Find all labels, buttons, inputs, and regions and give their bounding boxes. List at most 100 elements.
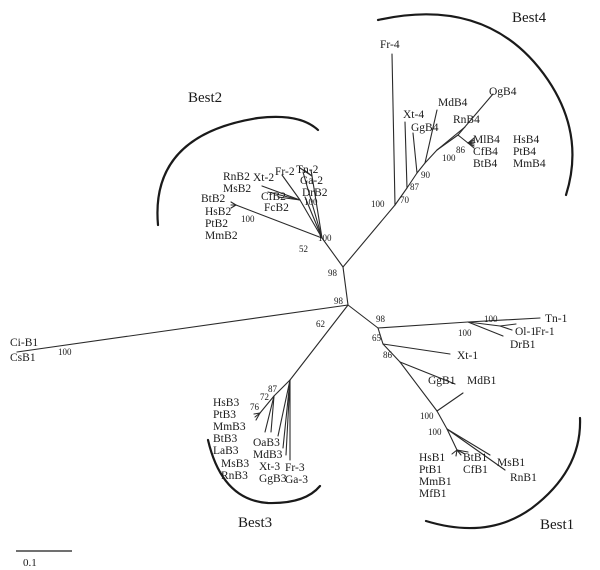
branch — [455, 449, 458, 457]
taxon-label: DrB2 — [302, 187, 328, 199]
taxon-label: BtB4 — [473, 158, 498, 170]
branch — [451, 449, 458, 455]
branch — [299, 199, 323, 239]
bootstrap-value: 72 — [260, 392, 269, 402]
branch — [285, 379, 291, 456]
branch — [412, 132, 418, 174]
branch — [424, 149, 438, 164]
branch — [382, 343, 451, 355]
taxon-label: Xt-1 — [457, 350, 478, 362]
taxon-label: LaB3 — [213, 445, 239, 457]
branch — [399, 361, 456, 385]
branch — [499, 323, 517, 327]
branch — [499, 325, 513, 331]
bootstrap-value: 90 — [421, 170, 431, 180]
bootstrap-value: 100 — [371, 199, 385, 209]
bootstrap-value: 70 — [400, 195, 410, 205]
taxon-label: FcB2 — [264, 202, 289, 214]
taxon-label: BtB2 — [201, 193, 226, 205]
branch — [304, 196, 323, 239]
taxon-label: Tn-1 — [545, 313, 568, 325]
bootstrap-value: 62 — [316, 319, 325, 329]
bootstrap-value: 100 — [442, 153, 456, 163]
taxon-label: Ga-2 — [300, 175, 323, 187]
taxon-label: RnB2 — [223, 171, 250, 183]
branch — [404, 121, 408, 189]
branch — [270, 395, 275, 433]
taxon-label: Ga-3 — [285, 474, 308, 486]
taxon-label: MmB1 — [419, 476, 452, 488]
branch — [446, 428, 491, 456]
best1-branches — [377, 317, 541, 471]
branch — [259, 395, 275, 414]
bootstrap-value: 76 — [250, 402, 260, 412]
taxon-label: RnB1 — [510, 472, 537, 484]
bootstrap-value: 100 — [318, 233, 332, 243]
taxon-label: Fr-2 — [275, 166, 295, 178]
backbone-branches — [16, 204, 396, 381]
taxon-label: Xt-4 — [403, 109, 424, 121]
branch — [230, 204, 237, 209]
taxon-label: OaB3 — [253, 437, 280, 449]
taxon-label: GgB4 — [411, 122, 439, 134]
branch — [436, 392, 464, 412]
taxon-label: MdB3 — [253, 449, 283, 461]
bootstrap-value: 86 — [456, 145, 466, 155]
branch — [436, 410, 448, 430]
branch — [303, 169, 313, 177]
arc-best4 — [376, 13, 574, 197]
branch — [310, 169, 313, 177]
bootstrap-value: 100 — [458, 328, 472, 338]
taxon-label: Fr-3 — [285, 462, 305, 474]
taxon-label: MmB2 — [205, 230, 238, 242]
clade-label-best3: Best3 — [238, 515, 272, 531]
branch — [302, 171, 323, 239]
taxon-label: MsB3 — [221, 458, 249, 470]
branch — [255, 412, 261, 421]
taxon-label: BtB3 — [213, 433, 238, 445]
taxon-label: MsB1 — [497, 457, 525, 469]
branch — [382, 343, 401, 363]
taxon-label: Fr-4 — [380, 39, 400, 51]
branch — [261, 185, 301, 201]
bootstrap-value: 100 — [241, 214, 255, 224]
bootstrap-value: 98 — [334, 296, 344, 306]
branch — [277, 196, 301, 201]
branch — [377, 321, 469, 329]
taxon-label: RnB3 — [221, 470, 248, 482]
bootstrap-value: 98 — [328, 268, 338, 278]
bootstrap-value: 100 — [304, 197, 318, 207]
branch — [311, 175, 323, 239]
taxon-label: CsB1 — [10, 352, 36, 364]
branch — [267, 191, 301, 201]
taxon-label: GgB1 — [428, 375, 456, 387]
taxon-label: CfB2 — [261, 191, 286, 203]
taxon-label: MsB2 — [223, 183, 251, 195]
taxon-label: MlB4 — [473, 134, 500, 146]
clade-label-best1: Best1 — [540, 517, 574, 533]
branch — [264, 395, 275, 433]
taxon-label: MdB4 — [438, 97, 468, 109]
taxon-label: Fr-1 — [535, 326, 555, 338]
clade-arcs — [156, 13, 582, 530]
branch — [467, 317, 541, 323]
taxon-label: OgB4 — [489, 86, 517, 98]
taxon-label: BtB1 — [463, 452, 488, 464]
branch — [273, 379, 291, 397]
branch — [416, 162, 426, 174]
taxon-label: RnB4 — [453, 114, 480, 126]
taxon-label: Xt-3 — [259, 461, 280, 473]
branch — [235, 204, 323, 239]
taxon-label: Xt-2 — [253, 172, 274, 184]
branch — [446, 428, 458, 451]
branch — [456, 449, 469, 453]
taxon-label: HsB4 — [513, 134, 539, 146]
branch — [391, 53, 396, 206]
arc-best1 — [424, 416, 582, 530]
clade-label-best2: Best2 — [188, 90, 222, 106]
scale-bar-label: 0.1 — [23, 557, 37, 569]
bootstrap-value: 65 — [372, 333, 382, 343]
bootstrap-value: 100 — [428, 427, 442, 437]
best2-branches — [230, 167, 323, 239]
